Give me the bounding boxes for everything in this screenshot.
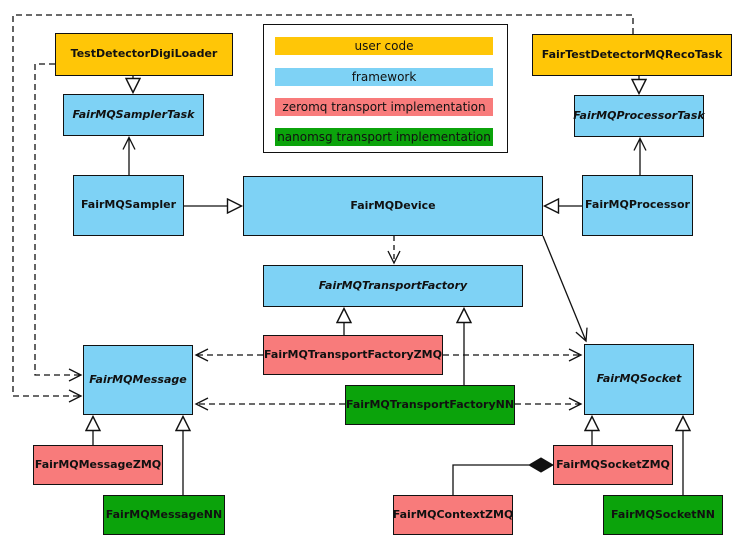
- class-box-testdetectordigiloader: TestDetectorDigiLoader: [55, 33, 233, 76]
- class-box-fairmqtransportfactory: FairMQTransportFactory: [263, 265, 523, 307]
- class-box-fairmqmessage: FairMQMessage: [83, 345, 193, 415]
- class-box-fairmqsampler: FairMQSampler: [73, 175, 184, 236]
- class-box-fairmqcontextzmq: FairMQContextZMQ: [393, 495, 513, 535]
- composition-diamond: [528, 457, 554, 473]
- class-box-fairmqsamplertask: FairMQSamplerTask: [63, 94, 204, 136]
- legend-item-nanomsg: nanomsg transport implementation: [275, 128, 493, 146]
- association-device-to-socket: [542, 235, 588, 343]
- class-box-fairtestdetectormqrecotask: FairTestDetectorMQRecoTask: [532, 34, 732, 76]
- class-box-fairmqmessagezmq: FairMQMessageZMQ: [33, 445, 163, 485]
- class-box-fairmqsocketnn: FairMQSocketNN: [603, 495, 723, 535]
- legend-item-zeromq: zeromq transport implementation: [275, 98, 493, 116]
- legend-label: zeromq transport implementation: [282, 100, 486, 114]
- class-box-fairmqsocket: FairMQSocket: [584, 344, 694, 415]
- legend-label: nanomsg transport implementation: [277, 130, 491, 144]
- legend-item-user-code: user code: [275, 37, 493, 55]
- composition-contextzmq-line: [452, 464, 529, 495]
- class-box-fairmqtransportfactoryzmq: FairMQTransportFactoryZMQ: [263, 335, 443, 375]
- dependency-recotask-to-message: [12, 14, 634, 403]
- class-box-fairmqtransportfactorynn: FairMQTransportFactoryNN: [345, 385, 515, 425]
- class-box-fairmqdevice: FairMQDevice: [243, 176, 543, 236]
- class-box-fairmqprocessortask: FairMQProcessorTask: [573, 95, 705, 137]
- class-box-fairmqsocketzmq: FairMQSocketZMQ: [553, 445, 673, 485]
- dependency-digiloader-to-message: [34, 63, 83, 382]
- class-box-fairmqprocessor: FairMQProcessor: [582, 175, 693, 236]
- legend-label: user code: [354, 39, 414, 53]
- legend-label: framework: [351, 70, 417, 84]
- legend-item-framework: framework: [275, 68, 493, 86]
- legend: user code framework zeromq transport imp…: [263, 24, 508, 153]
- class-box-fairmqmessagenn: FairMQMessageNN: [103, 495, 225, 535]
